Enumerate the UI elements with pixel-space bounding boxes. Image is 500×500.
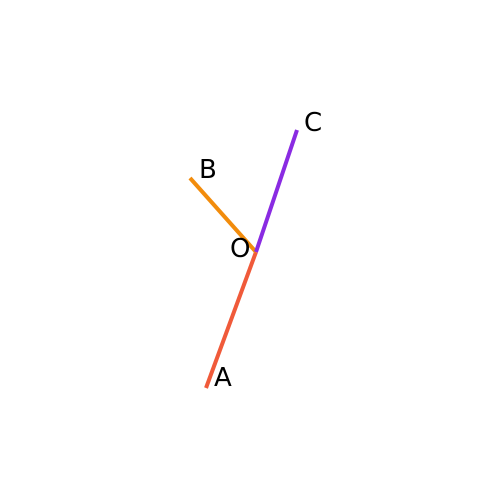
- point-label-b: B: [199, 155, 217, 185]
- segment-oc: [254, 129, 299, 253]
- segment-ob: [188, 176, 258, 254]
- point-label-c: C: [304, 108, 322, 138]
- point-label-o: O: [230, 234, 250, 264]
- segment-oa: [204, 251, 258, 389]
- point-label-a: A: [214, 363, 232, 393]
